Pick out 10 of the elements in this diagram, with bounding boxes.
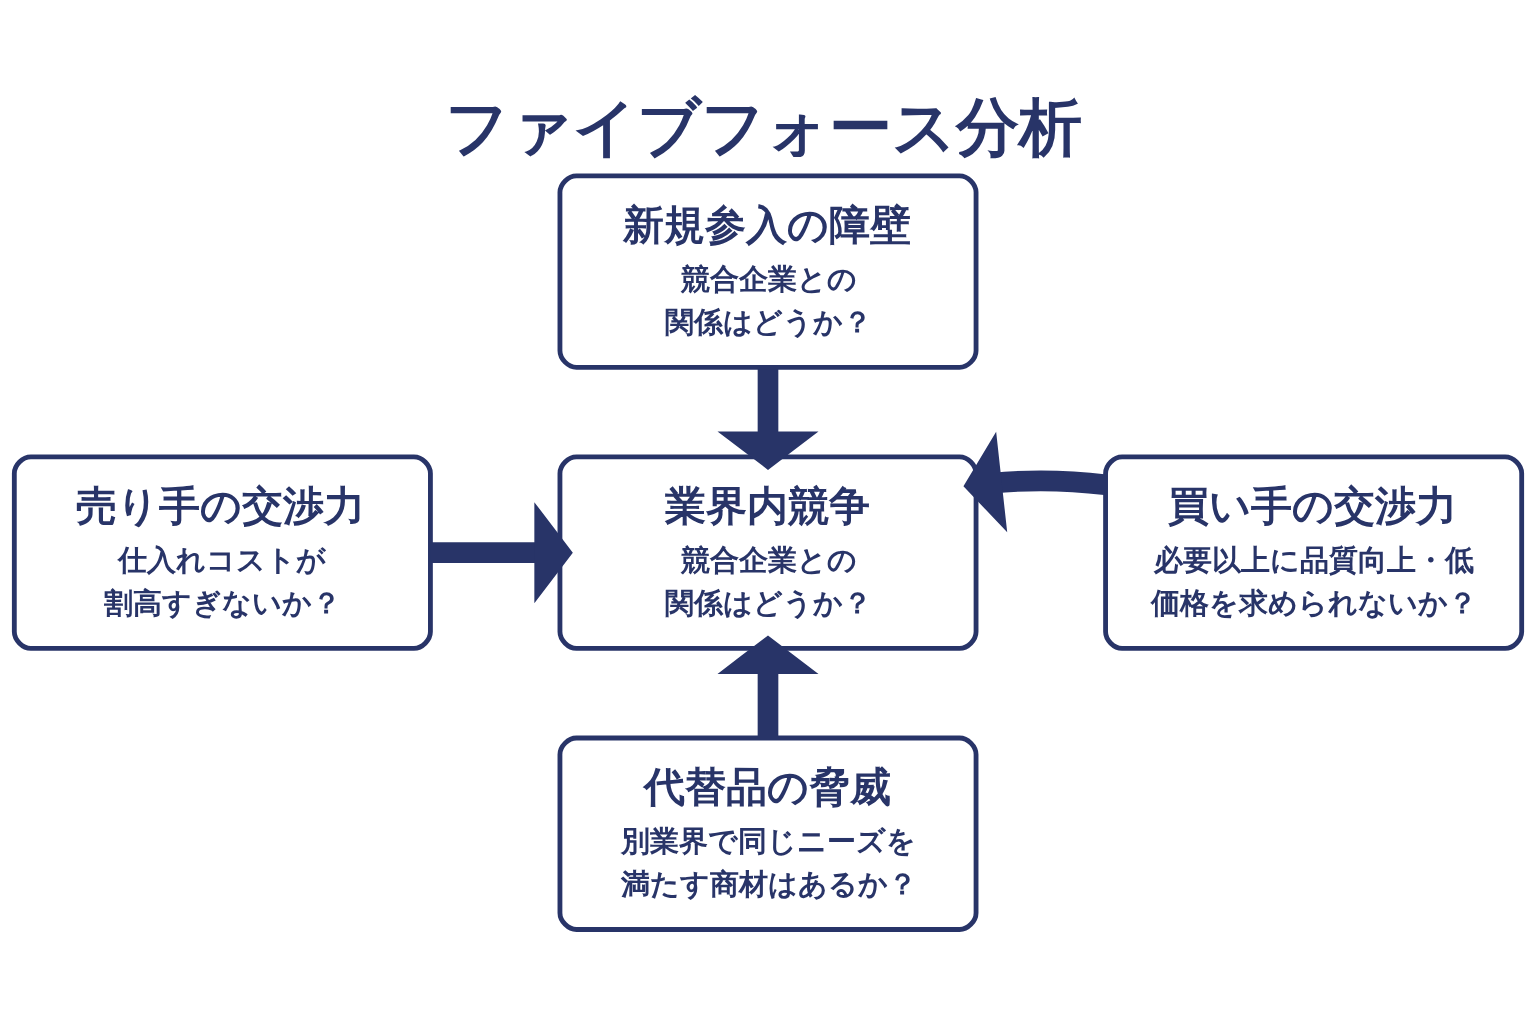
node-box: 新規参入の障壁 競合企業との関係はどうか？	[557, 173, 979, 370]
arrow	[717, 367, 819, 470]
arrow	[430, 502, 573, 604]
arrow	[963, 431, 1107, 533]
node-box: 買い手の交渉力 必要以上に品質向上・低価格を求められないか？	[1103, 454, 1525, 651]
node-box: 代替品の脅威 別業界で同じニーズを満たす商材はあるか？	[557, 735, 979, 932]
node-box: 業界内競争 競合企業との関係はどうか？	[557, 454, 979, 651]
arrow	[717, 635, 819, 738]
diagram-title: ファイブフォース分析	[444, 90, 1082, 165]
node-box: 売り手の交渉力 仕入れコストが割高すぎないか？	[11, 454, 433, 651]
